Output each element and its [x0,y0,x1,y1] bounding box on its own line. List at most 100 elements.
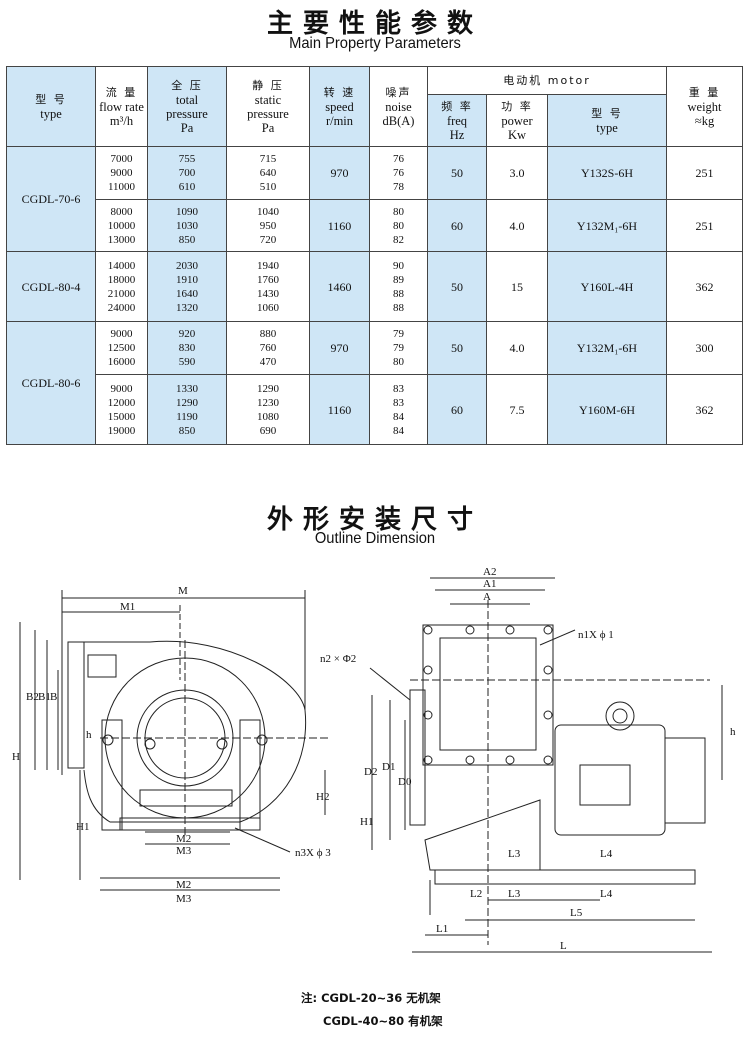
total-value: 1190 [176,410,198,423]
total-value: 1090 [176,205,198,218]
static-value: 690 [259,424,277,437]
noise-value: 83 [393,396,404,409]
motor-cell: Y132M₁-6H [546,321,668,376]
flow-value: 9000 [110,328,133,341]
weight-cell: 362 [666,374,744,445]
static-value: 1060 [257,301,279,314]
dimension-label: h [730,726,736,738]
total-value: 1290 [176,396,198,409]
speed-cell: 1160 [309,198,370,253]
dimension-label: L2 [470,888,482,900]
motor-cell: Y160L-4H [546,251,668,323]
flow-value: 10000 [107,219,136,232]
static-value: 715 [259,152,277,165]
speed-cell: 1460 [309,251,370,323]
dimension-label: L3 [508,848,521,860]
dimension-label: L3 [508,888,521,900]
motor-cell: Y132S-6H [546,146,668,200]
power-cell: 4.0 [486,198,548,253]
total-value: 1030 [176,219,198,232]
static-value: 1080 [257,410,279,423]
power-cell: 4.0 [486,321,548,376]
motor-cell: Y132M₁-6H [546,198,668,253]
dimension-label: H1 [76,821,89,833]
flow-value: 15000 [107,410,136,423]
noise-value: 80 [393,219,404,232]
dimension-label: H [12,751,20,763]
noise-value: 89 [393,273,404,286]
fan-side-view [19,590,330,891]
flow-value: 12000 [107,396,136,409]
weight-cell: 251 [666,146,744,200]
flow-value: 24000 [107,301,136,314]
noise-value: 90 [393,259,404,272]
noise-value: 79 [393,328,404,341]
dimension-label: B2 [26,691,39,703]
flow-value: 9000 [110,166,133,179]
dimension-label: M3 [176,845,192,857]
noise-value: 88 [393,287,404,300]
fan-front-view [369,577,723,953]
dimension-label: D2 [364,766,377,778]
power-cell: 7.5 [486,374,548,445]
noise-value: 84 [393,424,404,437]
static-value: 1430 [257,287,279,300]
weight-cell: 251 [666,198,744,253]
noise-value: 82 [393,233,404,246]
weight-cell: 362 [666,251,744,323]
flow-value: 7000 [110,152,133,165]
flow-value: 18000 [107,273,136,286]
static-value: 950 [259,219,277,232]
performance-title-cn: 主要性能参数 [266,9,483,39]
dimension-label: A1 [483,578,496,590]
noise-value: 88 [393,301,404,314]
weight-cell: 300 [666,321,744,376]
static-value: 510 [259,180,277,193]
power-cell: 15 [486,251,548,323]
total-value: 1320 [176,301,198,314]
dimension-label: A [483,591,491,603]
total-value: 1640 [176,287,198,300]
flow-value: 19000 [107,424,136,437]
dimension-label: M2 [176,833,191,845]
total-value: 850 [178,424,196,437]
speed-cell: 1160 [309,374,370,445]
static-value: 1040 [257,205,279,218]
dimension-label: n3X ϕ 3 [295,847,331,859]
dimension-label: H2 [316,791,329,803]
motor-cell: Y160M-6H [546,374,668,445]
noise-value: 76 [393,152,404,165]
dimension-label: n1X ϕ 1 [578,629,614,641]
total-value: 850 [178,233,196,246]
model-cell: CGDL-80-6 [6,321,96,445]
model-cell: CGDL-80-4 [6,251,96,323]
dimension-label: M1 [120,601,135,613]
dimension-label: M2 [176,879,191,891]
total-value: 920 [178,328,196,341]
flow-value: 13000 [107,233,136,246]
dimension-label: L4 [600,888,613,900]
noise-value: 80 [393,205,404,218]
